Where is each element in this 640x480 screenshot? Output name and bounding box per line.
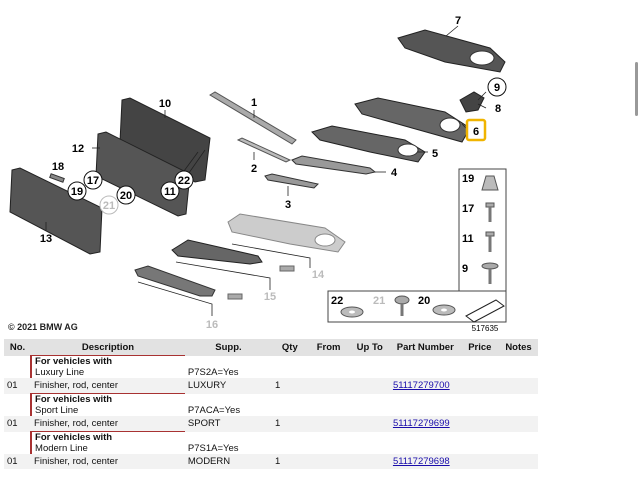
- table-header-row: No. Description Supp. Qty From Up To Par…: [4, 339, 538, 356]
- part-4-trim: [291, 155, 377, 175]
- part-15-clip: [279, 265, 295, 272]
- svg-text:21: 21: [103, 200, 115, 212]
- callout-8: 8: [495, 103, 501, 115]
- callout-7: 7: [455, 15, 461, 27]
- group-supp: P7S1A=Yes: [184, 431, 272, 454]
- col-supp: Supp.: [184, 339, 272, 356]
- callout-11: 11: [160, 181, 180, 201]
- callout-15: 15: [264, 291, 276, 303]
- part-8-clip: [459, 91, 485, 113]
- col-no: No.: [4, 339, 32, 356]
- callout-12: 12: [72, 143, 84, 155]
- svg-text:9: 9: [494, 82, 500, 94]
- legend-19-clip-icon: [481, 175, 499, 191]
- callout-21: 21: [99, 195, 119, 215]
- legend-22: 22: [331, 295, 343, 307]
- parts-diagram: 7 9 8 6 5 4 1 2 3 10 12 18 13 17 19 20: [9, 15, 507, 333]
- callout-16: 16: [206, 319, 218, 331]
- callout-6-highlight: 6: [465, 118, 487, 142]
- col-part-number: Part Number: [389, 339, 461, 356]
- figure-id: 517635: [472, 324, 499, 333]
- part-number-link[interactable]: 51117279700: [392, 380, 450, 392]
- legend-19: 19: [462, 173, 474, 185]
- part-number-link[interactable]: 51117279698: [392, 456, 450, 467]
- callout-18: 18: [52, 161, 64, 173]
- scrollbar[interactable]: [635, 62, 638, 116]
- part-7-hole: [469, 50, 495, 66]
- part-15-trim: [171, 239, 263, 265]
- part-16-trim: [134, 265, 216, 297]
- part-5-grille: [311, 125, 426, 163]
- part-3-trim: [264, 173, 320, 189]
- callout-2: 2: [251, 163, 257, 175]
- parts-table: No. Description Supp. Qty From Up To Par…: [4, 339, 538, 469]
- callout-5: 5: [432, 148, 438, 160]
- fastener-legend: 19 17 11 9 22 21 20: [327, 168, 507, 323]
- callout-22: 22: [174, 170, 194, 190]
- part-16-clip: [227, 293, 243, 300]
- svg-text:22: 22: [178, 175, 190, 187]
- svg-text:6: 6: [473, 126, 479, 138]
- copyright-text: © 2021 BMW AG: [8, 322, 78, 332]
- part-6-hole: [439, 117, 461, 133]
- part-13-plate: [9, 167, 103, 255]
- part-18-pin: [49, 173, 65, 183]
- group-supp: P7S2A=Yes: [184, 355, 272, 378]
- part-7-grille: [397, 29, 506, 73]
- col-price: Price: [460, 339, 500, 356]
- legend-20: 20: [418, 295, 430, 307]
- table-row: 01 Finisher, rod, center SPORT 1 5111727…: [4, 416, 538, 432]
- col-qty: Qty: [272, 339, 308, 356]
- legend-9: 9: [462, 263, 468, 275]
- callout-3: 3: [285, 199, 291, 211]
- col-from: From: [307, 339, 350, 356]
- part-14-hole: [314, 233, 336, 247]
- callout-4: 4: [391, 167, 398, 179]
- callout-10: 10: [159, 98, 171, 110]
- part-2-rod: [236, 137, 292, 163]
- col-description: Description: [31, 339, 185, 356]
- svg-text:20: 20: [120, 190, 132, 202]
- table-row: 01 Finisher, rod, center LUXURY 1 511172…: [4, 378, 538, 394]
- legend-11: 11: [462, 233, 474, 245]
- part-number-link[interactable]: 51117279699: [392, 418, 450, 430]
- callout-17: 17: [83, 170, 103, 190]
- callout-20: 20: [116, 185, 136, 205]
- legend-11-screw-icon: [485, 231, 495, 237]
- legend-17-screw-icon: [485, 202, 495, 208]
- part-5-hole: [397, 143, 419, 157]
- callout-9: 9: [487, 77, 507, 97]
- callout-1: 1: [251, 97, 257, 109]
- legend-21: 21: [373, 295, 385, 307]
- table-row: 01 Finisher, rod, center MODERN 1 511172…: [4, 454, 538, 469]
- svg-text:19: 19: [71, 186, 83, 198]
- callout-14: 14: [312, 269, 325, 281]
- svg-text:11: 11: [164, 186, 176, 198]
- legend-17: 17: [462, 203, 474, 215]
- direction-arrow-icon: [465, 299, 505, 323]
- group-supp: P7ACA=Yes: [184, 393, 272, 416]
- legend-21-screw-icon: [394, 295, 410, 305]
- callout-13: 13: [40, 233, 52, 245]
- callout-19: 19: [67, 181, 87, 201]
- svg-text:17: 17: [87, 175, 99, 187]
- col-notes: Notes: [499, 339, 538, 356]
- col-up-to: Up To: [349, 339, 390, 356]
- part-1-rod: [209, 91, 297, 145]
